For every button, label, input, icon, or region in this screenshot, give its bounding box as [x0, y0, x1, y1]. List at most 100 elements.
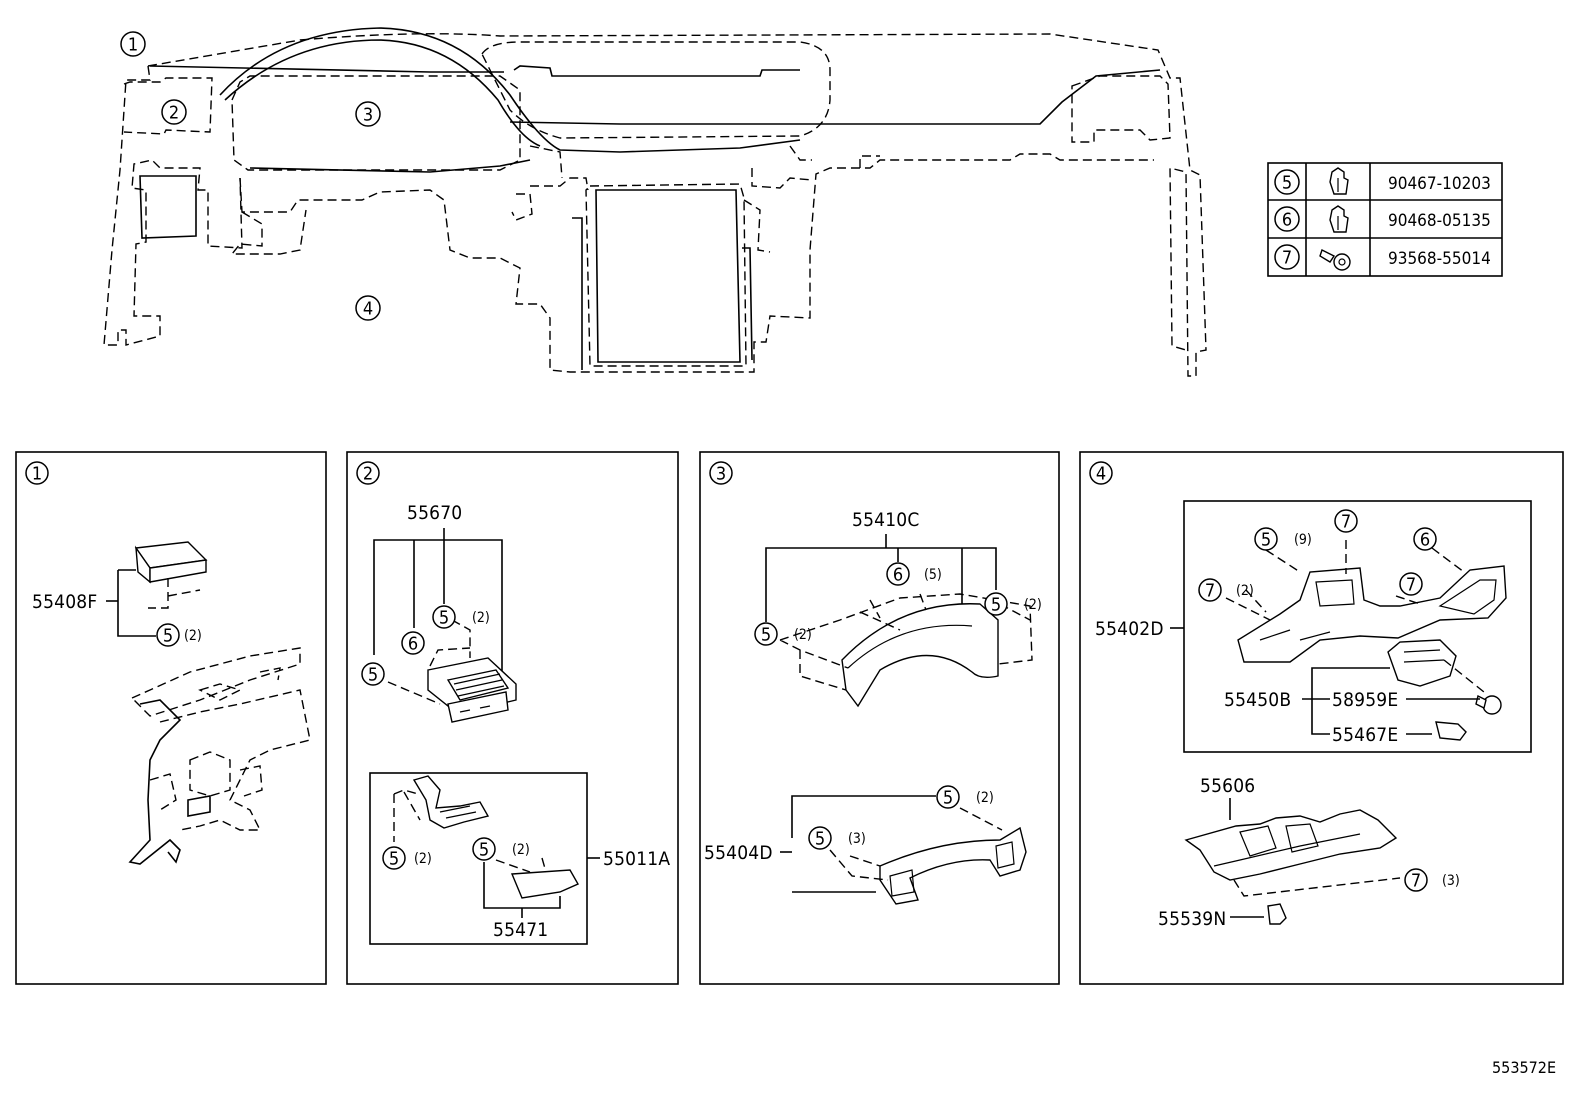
svg-text:(2): (2) [184, 628, 202, 644]
overview-marker-2[interactable]: 2 [161, 99, 187, 125]
svg-text:5: 5 [1282, 173, 1292, 194]
overview-marker-3[interactable]: 3 [355, 101, 381, 127]
svg-text:5: 5 [439, 608, 449, 629]
meter-hood-illustration [841, 603, 999, 708]
part-label-55606[interactable]: 55606 [1200, 775, 1255, 797]
svg-text:(9): (9) [1294, 532, 1312, 548]
fastener-row-5[interactable]: 5 90467-10203 [1274, 167, 1491, 195]
svg-text:(2): (2) [472, 610, 490, 626]
callout-6-qty-5[interactable]: 6 (5) [886, 562, 942, 586]
bracket-illustration [412, 775, 490, 829]
svg-text:3: 3 [716, 464, 726, 485]
callout-7[interactable]: 7 [1399, 572, 1423, 596]
svg-text:5: 5 [943, 788, 953, 809]
detail-panel-1: 1 55408F 5 (2) [15, 451, 327, 985]
overview-marker-4[interactable]: 4 [355, 295, 381, 321]
svg-text:3: 3 [363, 105, 373, 126]
air-vent-illustration [427, 657, 517, 723]
under-cover-illustration [1184, 809, 1398, 881]
lower-bracket-illustration [879, 826, 1027, 905]
svg-text:(2): (2) [512, 842, 530, 858]
detail-panel-3: 3 55410C 6 (5) 5 (2) 5 (2) 55404 [699, 451, 1060, 985]
fastener-table: 5 90467-10203 6 90468-05135 7 9 [1267, 162, 1503, 277]
callout-6[interactable]: 6 [1413, 527, 1437, 551]
svg-text:(2): (2) [976, 790, 994, 806]
switch-base-illustration [1387, 639, 1457, 687]
svg-text:1: 1 [128, 35, 138, 56]
svg-text:6: 6 [1420, 530, 1430, 551]
screw-icon [1319, 249, 1351, 271]
svg-text:7: 7 [1205, 581, 1215, 602]
clip-icon [1267, 903, 1287, 925]
svg-text:5: 5 [368, 665, 378, 686]
lower-panel-illustration [1237, 565, 1507, 663]
svg-text:(5): (5) [924, 567, 942, 583]
svg-text:7: 7 [1406, 575, 1416, 596]
panel-frame-sketch [128, 647, 311, 865]
callout-5-qty-2[interactable]: 5 (2) [936, 785, 994, 809]
diagram-reference: 553572E [1492, 1058, 1556, 1077]
clip-icon [1329, 205, 1349, 233]
detail-panel-4: 4 55402D 5 (9) 7 6 7 (2) [1079, 451, 1564, 985]
part-55408F-illustration [134, 541, 208, 609]
svg-text:(2): (2) [1024, 597, 1042, 613]
svg-text:(2): (2) [414, 851, 432, 867]
part-label-55402D[interactable]: 55402D [1095, 618, 1164, 640]
screw-icon [1475, 694, 1502, 715]
callout-5[interactable]: 5 [361, 662, 385, 686]
svg-text:(3): (3) [1442, 873, 1460, 889]
callout-5-qty-2[interactable]: 5 (2) [382, 846, 432, 870]
svg-text:7: 7 [1411, 871, 1421, 892]
svg-text:7: 7 [1341, 512, 1351, 533]
clip-icon [1435, 721, 1467, 741]
callout-5-qty-3[interactable]: 5 (3) [808, 826, 866, 850]
svg-text:(3): (3) [848, 831, 866, 847]
callout-5-qty-2[interactable]: 5 (2) [472, 837, 530, 861]
fastener-row-6[interactable]: 6 90468-05135 [1274, 205, 1491, 233]
part-label-55539N[interactable]: 55539N [1158, 908, 1226, 930]
svg-text:1: 1 [32, 464, 42, 485]
panel-marker-2[interactable]: 2 [356, 461, 380, 485]
callout-6[interactable]: 6 [401, 631, 425, 655]
svg-text:5: 5 [479, 840, 489, 861]
callout-5-qty-2[interactable]: 5 (2) [432, 605, 490, 629]
instrument-panel-overview [103, 27, 1207, 377]
callout-5-qty-2[interactable]: 5 (2) [984, 592, 1042, 616]
part-label-55471[interactable]: 55471 [493, 919, 548, 941]
svg-text:5: 5 [761, 625, 771, 646]
callout-7[interactable]: 7 [1334, 509, 1358, 533]
svg-text:6: 6 [893, 565, 903, 586]
svg-text:2: 2 [363, 464, 373, 485]
part-label-55410C[interactable]: 55410C [852, 509, 920, 531]
svg-text:6: 6 [1282, 210, 1292, 231]
part-label-55404D[interactable]: 55404D [704, 842, 773, 864]
callout-5-qty-9[interactable]: 5 (9) [1254, 527, 1312, 551]
callout-5-qty-2[interactable]: 5 (2) [754, 622, 812, 646]
fastener-row-7[interactable]: 7 93568-55014 [1274, 244, 1491, 271]
clip-icon [1329, 167, 1349, 195]
svg-text:90468-05135: 90468-05135 [1388, 211, 1491, 231]
callout-5[interactable]: 5 (2) [156, 623, 202, 647]
svg-text:(2): (2) [1236, 583, 1254, 599]
svg-text:90467-10203: 90467-10203 [1388, 174, 1491, 194]
svg-text:5: 5 [163, 626, 173, 647]
part-label-55467E[interactable]: 55467E [1332, 724, 1398, 746]
overview-marker-1[interactable]: 1 [120, 31, 146, 57]
part-label-55408F[interactable]: 55408F [32, 591, 97, 613]
part-label-55450B[interactable]: 55450B [1224, 689, 1291, 711]
panel-marker-4[interactable]: 4 [1089, 461, 1113, 485]
svg-text:7: 7 [1282, 248, 1292, 269]
svg-text:93568-55014: 93568-55014 [1388, 249, 1491, 269]
panel-marker-1[interactable]: 1 [25, 461, 49, 485]
svg-text:(2): (2) [794, 627, 812, 643]
callout-7-qty-2[interactable]: 7 (2) [1198, 578, 1254, 602]
part-label-55670[interactable]: 55670 [407, 502, 462, 524]
part-label-58959E[interactable]: 58959E [1332, 689, 1398, 711]
part-label-55011A[interactable]: 55011A [603, 848, 670, 870]
svg-text:6: 6 [408, 634, 418, 655]
panel-marker-3[interactable]: 3 [709, 461, 733, 485]
callout-7-qty-3[interactable]: 7 (3) [1404, 868, 1460, 892]
svg-text:5: 5 [991, 595, 1001, 616]
svg-text:4: 4 [1096, 464, 1106, 485]
